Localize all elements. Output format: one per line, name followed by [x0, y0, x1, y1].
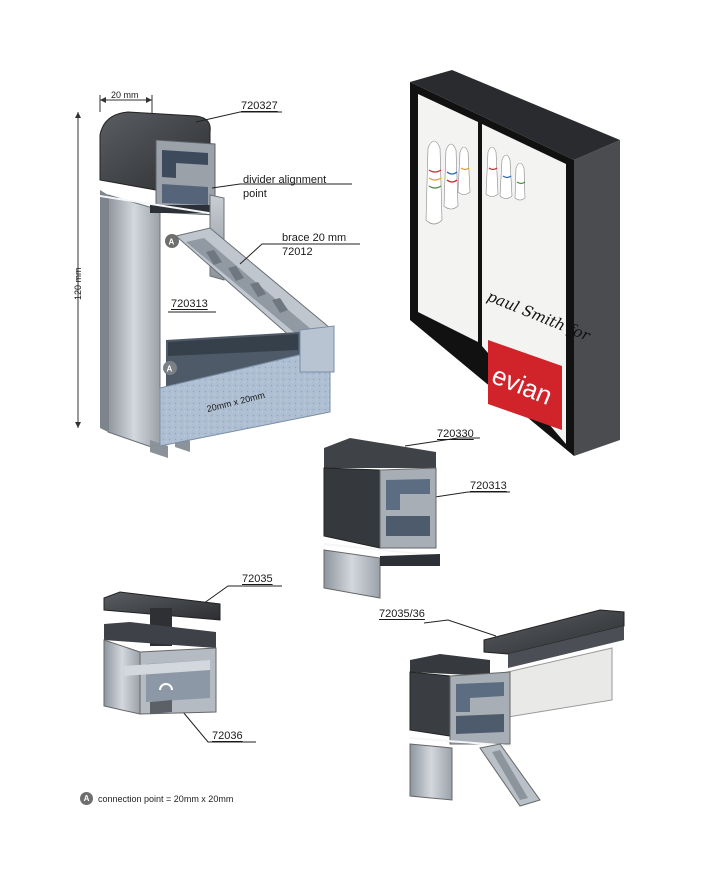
leader-lines	[168, 111, 510, 743]
dimension-lines	[75, 95, 153, 428]
profile-720330-assembly	[323, 438, 441, 599]
brand-red-block	[488, 340, 562, 430]
part-720330-label: 720330	[437, 428, 474, 440]
profile-72035-assembly	[103, 591, 221, 715]
point-a-top-text: A	[169, 238, 175, 247]
main-profile-assembly	[99, 111, 335, 458]
legend-text: connection point = 20mm x 20mm	[98, 793, 234, 804]
part-72035-36-label: 72035/36	[379, 608, 425, 620]
part-720313-mid-label: 720313	[470, 480, 507, 492]
divider-alignment-label-1: divider alignment	[243, 174, 327, 186]
lightbox-illustration	[410, 70, 620, 456]
part-72035-label: 72035	[242, 573, 273, 585]
legend: A connection point = 20mm x 20mm	[80, 792, 233, 805]
width-dimension-label: 20 mm	[111, 90, 139, 100]
connection-point-badge: A	[80, 792, 93, 805]
part-720313-top-label: 720313	[171, 298, 208, 310]
brace-label-2: 72012	[282, 246, 313, 258]
height-dimension-label: 120 mm	[73, 267, 83, 300]
profile-72035-36-assembly	[409, 609, 625, 807]
part-72036-label: 72036	[212, 730, 243, 742]
divider-alignment-label-2: point	[243, 188, 267, 200]
part-720327-label: 720327	[241, 100, 278, 112]
point-a-bottom-text: A	[167, 365, 173, 374]
brace-label-1: brace 20 mm	[282, 232, 347, 244]
